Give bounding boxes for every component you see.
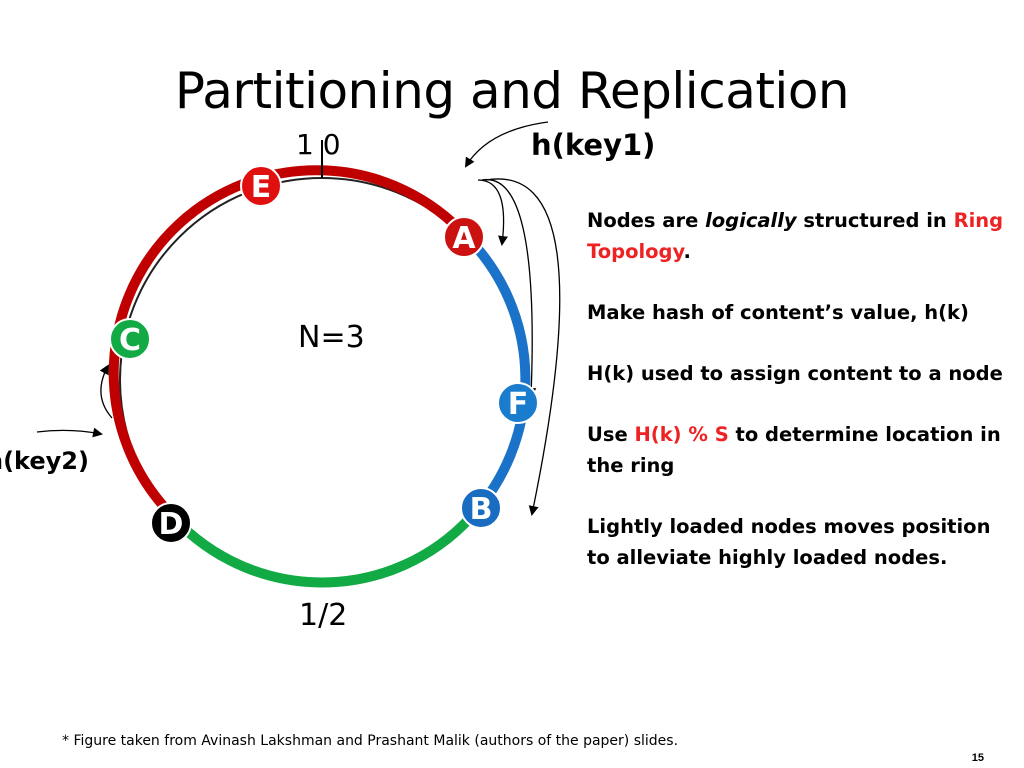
note-assign: H(k) used to assign content to a node	[587, 362, 1003, 385]
key1-arrow-to-f	[481, 178, 537, 398]
ring-position-half-label: 1/2	[299, 598, 348, 633]
key1-arrow-to-a	[477, 179, 508, 246]
svg-text:F: F	[508, 387, 529, 422]
node-d: D	[150, 502, 192, 544]
replication-factor-label: N=3	[298, 320, 365, 355]
note-load-balance: Lightly loaded nodes moves position to a…	[587, 515, 991, 569]
svg-text:A: A	[452, 221, 476, 256]
key1-incoming-arrow	[464, 121, 549, 168]
slide-title: Partitioning and Replication	[174, 62, 850, 120]
ring-arc-red	[108, 165, 471, 515]
notes-panel: Nodes are logically structured in Ring T…	[587, 205, 1012, 603]
note-location: Use H(k) % S to determine location in th…	[587, 423, 1001, 477]
note-hash: Make hash of content’s value, h(k)	[587, 301, 969, 324]
note-ring-topology: Nodes are logically structured in Ring T…	[587, 209, 1004, 263]
key2-incoming-arrow	[36, 427, 103, 438]
node-e: E	[240, 165, 282, 207]
ring-arc-blue	[461, 231, 531, 523]
node-a: A	[443, 216, 485, 258]
node-c: C	[109, 318, 151, 360]
svg-text:E: E	[251, 170, 272, 205]
svg-text:C: C	[119, 323, 141, 358]
node-f: F	[497, 382, 539, 424]
node-b: B	[460, 487, 502, 529]
ring-position-zero-label: 1 0	[296, 128, 341, 161]
footnote: * Figure taken from Avinash Lakshman and…	[62, 733, 679, 749]
key2-label: h(key2)	[0, 447, 89, 475]
key1-arrow-to-b	[485, 178, 561, 516]
key1-label: h(key1)	[531, 128, 656, 162]
svg-text:B: B	[470, 492, 493, 527]
svg-text:D: D	[159, 507, 184, 542]
key2-arrow-to-c	[99, 364, 113, 419]
ring-arc-green	[162, 505, 475, 588]
page-number: 15	[971, 752, 984, 764]
